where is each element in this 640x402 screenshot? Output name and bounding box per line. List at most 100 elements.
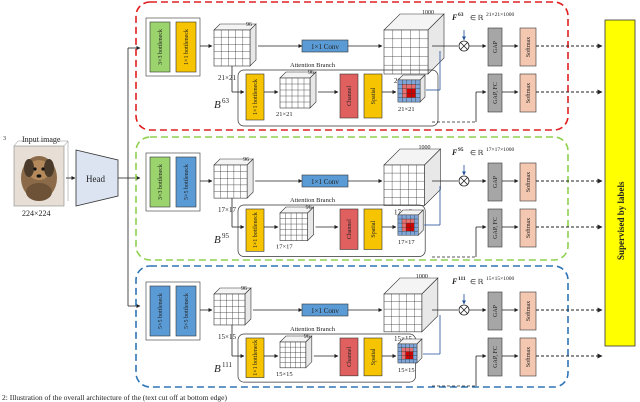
attention-heatmap-cell	[412, 343, 418, 348]
conv-label: 1×1 Conv	[311, 307, 339, 315]
channel-box-label: Channel	[347, 86, 353, 106]
bottleneck-group	[145, 152, 201, 212]
big-depth-label: 1000	[422, 10, 434, 16]
big-depth-label: 1000	[416, 274, 428, 280]
branch-b63-border	[135, 1, 569, 131]
bottleneck-b-label: 1×1 bottleneck	[184, 29, 190, 65]
attention-heatmap-cell	[414, 226, 419, 232]
attention-heatmap-cell	[397, 214, 403, 220]
attention-heatmap-cell	[401, 347, 406, 352]
att-depth-label: 96	[306, 205, 312, 211]
attention-heatmap-cell	[401, 214, 407, 220]
attention-label: Attention Branch	[290, 62, 336, 69]
att-grid-size: 21×21	[276, 111, 293, 118]
feature-dim: ∈ ℝ	[470, 149, 484, 157]
attention-heatmap-cell	[405, 351, 410, 356]
feature-label: F	[451, 277, 458, 286]
input-label: Input image	[22, 135, 61, 144]
attention-heatmap-cell	[411, 93, 416, 98]
bottleneck-a-label: 5×5 bottleneck	[158, 293, 164, 329]
attention-heatmap-cell	[401, 358, 406, 364]
att-depth-label: 96	[304, 334, 310, 340]
att-bottleneck-box	[245, 73, 265, 121]
feature-dim-sup: 17×17×1000	[486, 147, 514, 153]
gap-box-label: GAP	[493, 304, 499, 317]
att-grid-side	[305, 335, 313, 369]
feature-label: F	[451, 13, 458, 22]
att-grid-size: 15×15	[276, 371, 293, 378]
bottleneck-b-label: 5×5 bottleneck	[184, 164, 190, 200]
head-block	[75, 149, 119, 207]
feature-label: F	[451, 148, 458, 157]
attention-heatmap-cell	[406, 93, 412, 98]
attention-heatmap-cell	[406, 97, 412, 103]
attention-heatmap-cell	[415, 97, 421, 103]
bottleneck-a	[149, 285, 171, 337]
att-bottleneck-box	[245, 337, 265, 378]
attention-heatmap-cell	[405, 218, 411, 224]
attention-heatmap-cell	[414, 214, 419, 220]
heatmap-size: 21×21	[398, 106, 415, 113]
dog-photo-icon	[21, 156, 57, 201]
channel-box	[339, 208, 359, 250]
channel-box	[339, 337, 359, 377]
gap-box	[487, 162, 503, 202]
grid-depth-label: 96	[243, 157, 249, 163]
spatial-box-label: Spatial	[371, 348, 377, 365]
gapfc-box-label: GAP, FC	[493, 217, 499, 239]
grid-size-label: 21×21	[218, 74, 236, 82]
softmax-box	[519, 27, 537, 67]
spatial-box	[363, 208, 383, 250]
branch-name: B	[214, 99, 221, 111]
attention-heatmap-cell	[414, 222, 419, 228]
attention-heatmap-cell	[397, 218, 403, 224]
heatmap-size: 17×17	[398, 239, 415, 246]
feature-dim: ∈ ℝ	[470, 278, 484, 286]
attention-heatmap-cell	[397, 88, 403, 94]
attention-heatmap-cell	[401, 343, 406, 348]
spatial-box-label: Spatial	[371, 221, 377, 238]
multiply-x	[460, 42, 468, 50]
attention-heatmap-cell	[401, 226, 407, 232]
attention-heatmap-cell	[402, 84, 407, 89]
conv-label: 1×1 Conv	[311, 178, 339, 186]
attention-heatmap-cell	[402, 88, 407, 94]
grid-depth-label: 96	[246, 22, 252, 28]
attention-heatmap-cell	[402, 97, 407, 103]
attention-heatmap-cell	[412, 358, 418, 364]
feature-dim-sup: 15×15×1000	[486, 276, 514, 282]
att-grid	[279, 77, 311, 109]
attention-heatmap-cell	[397, 351, 402, 356]
attention-heatmap-cell	[409, 351, 414, 356]
attention-heatmap-cell	[411, 84, 416, 89]
bottleneck-b	[175, 285, 197, 337]
attention-heatmap-cell	[412, 355, 418, 360]
big-feature-cube	[383, 29, 429, 75]
gapfc-box-label: GAP, FC	[493, 346, 499, 368]
spatial-box-label: Spatial	[371, 87, 377, 104]
attention-heatmap-cell	[402, 93, 407, 98]
bottleneck-a-label: 3×3 bottleneck	[158, 29, 164, 65]
attention-heatmap-cell	[405, 226, 411, 232]
softmax-box-2	[519, 337, 537, 377]
feature-dim-sup: 21×21×1000	[486, 12, 514, 18]
channel-box	[339, 73, 359, 119]
feature-grid-side	[244, 287, 252, 326]
branch-sup: 63	[222, 97, 230, 105]
bottleneck-a-label: 3×3 bottleneck	[158, 164, 164, 200]
attention-heatmap-cell	[414, 218, 419, 224]
attention-heatmap-cell	[409, 222, 415, 228]
attention-heatmap-cell	[409, 343, 414, 348]
att-grid	[279, 341, 307, 369]
feature-grid	[213, 164, 248, 199]
attention-heatmap-cell	[397, 226, 403, 232]
attention-heatmap-cell	[397, 222, 403, 228]
attention-heatmap-cell	[415, 79, 421, 85]
feature-sup: 63	[458, 12, 464, 18]
big-feature-cube	[383, 293, 423, 333]
input-section: Input image 3 224×224 Head	[3, 46, 141, 308]
feature-sup: 95	[458, 147, 464, 153]
attention-heatmap-cell	[411, 88, 416, 94]
attention-heatmap-cell	[414, 231, 419, 236]
